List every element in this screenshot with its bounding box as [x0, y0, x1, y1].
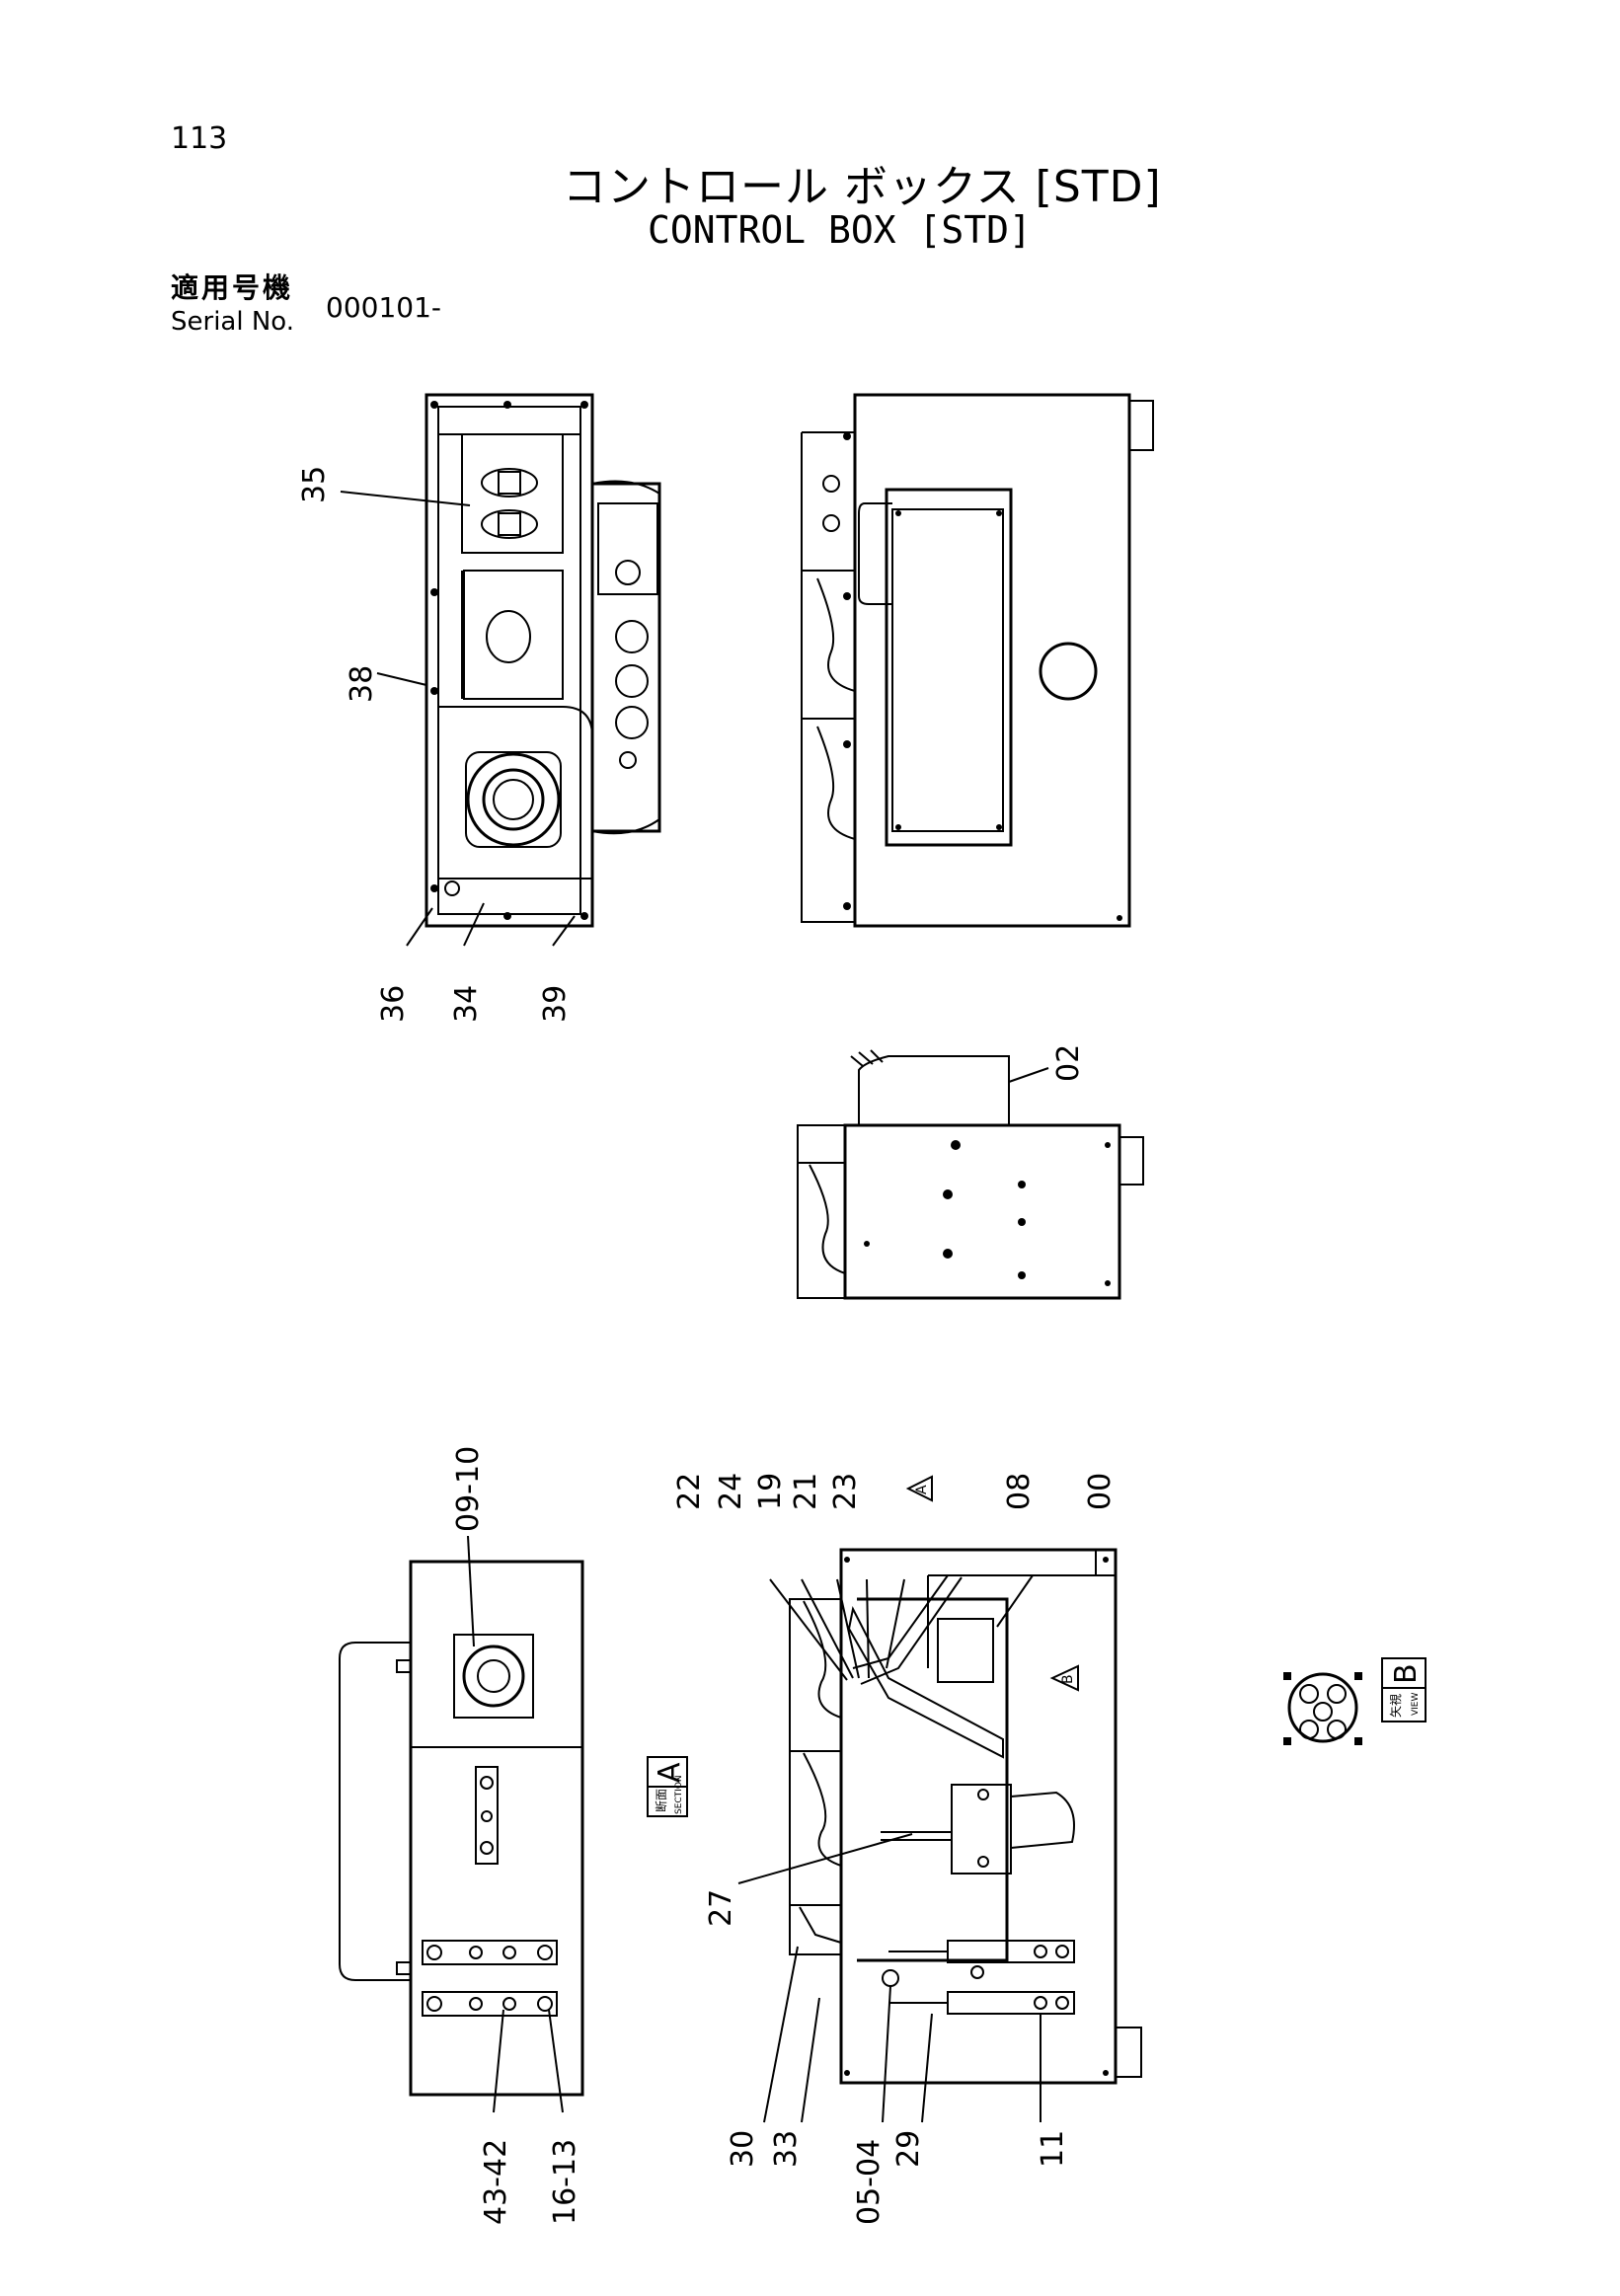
- arrow-mark-b: B: [1060, 1674, 1076, 1684]
- section-a-drawing: A B: [737, 1475, 1142, 2123]
- callout-16-13: 16-13: [548, 2139, 582, 2225]
- arrow-mark-a: A: [914, 1485, 930, 1494]
- callout-02: 02: [1051, 1044, 1086, 1082]
- section-tag-letter: A: [653, 1762, 687, 1783]
- callout-00: 00: [1083, 1473, 1118, 1510]
- callout-19: 19: [753, 1473, 788, 1510]
- callout-29: 29: [891, 2130, 926, 2168]
- section-tag-en: SECTION: [674, 1775, 684, 1814]
- view-b-connector: [1283, 1672, 1362, 1745]
- bottom-view-drawing: [339, 1535, 584, 2113]
- callout-35: 35: [297, 466, 332, 503]
- callout-33: 33: [769, 2130, 804, 2168]
- callout-09-10: 09-10: [451, 1446, 486, 1532]
- title-english: CONTROL BOX [STD]: [648, 208, 1032, 252]
- page-number: 113: [171, 121, 228, 156]
- callout-22: 22: [672, 1473, 707, 1510]
- view-b-tag: 矢視 VIEW B: [1381, 1657, 1427, 1722]
- callout-24: 24: [714, 1473, 748, 1510]
- serial-label-japanese: 適用号機: [171, 271, 294, 304]
- end-view-drawing: [797, 1049, 1144, 1300]
- callout-38: 38: [345, 665, 379, 703]
- callout-21: 21: [789, 1473, 823, 1510]
- callout-11: 11: [1036, 2130, 1070, 2168]
- serial-label-english: Serial No.: [171, 307, 294, 337]
- section-a-tag: 断面 SECTION A: [647, 1756, 688, 1817]
- view-tag-letter: B: [1389, 1663, 1424, 1684]
- callout-30: 30: [726, 2130, 760, 2168]
- side-view-drawing: [801, 393, 1154, 928]
- callout-23: 23: [828, 1473, 863, 1510]
- view-tag-en: VIEW: [1411, 1693, 1421, 1716]
- callout-36: 36: [376, 985, 411, 1023]
- title-japanese: コントロール ボックス [STD]: [563, 162, 1162, 212]
- callout-27: 27: [704, 1889, 738, 1927]
- view-tag-ja: 矢視: [1388, 1694, 1403, 1718]
- callout-39: 39: [538, 985, 573, 1023]
- serial-value: 000101-: [326, 291, 441, 324]
- callout-05-04: 05-04: [852, 2139, 887, 2225]
- callout-43-42: 43-42: [479, 2139, 513, 2225]
- callout-08: 08: [1002, 1473, 1037, 1510]
- section-tag-ja: 断面: [654, 1789, 668, 1812]
- callout-34: 34: [449, 985, 484, 1023]
- top-view-drawing: [340, 393, 661, 947]
